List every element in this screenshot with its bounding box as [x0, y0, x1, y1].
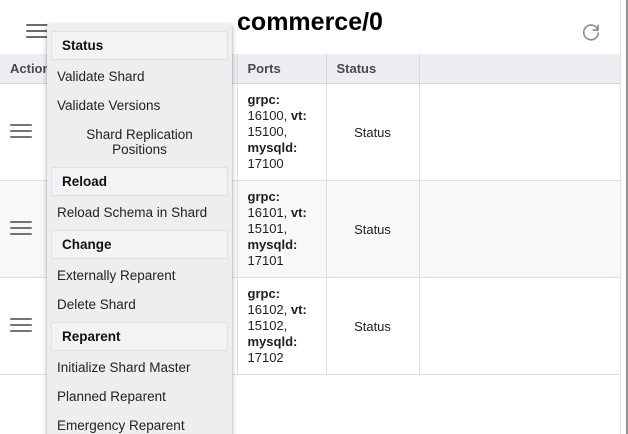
hamburger-icon[interactable] — [10, 220, 32, 235]
hamburger-bar — [10, 317, 32, 320]
row-action-cell — [0, 277, 51, 375]
menu-section-reload: Reload — [51, 167, 228, 196]
menu-item-emergency-reparent[interactable]: Emergency Reparent — [57, 418, 185, 433]
hamburger-bar — [26, 30, 48, 32]
hamburger-bar — [10, 129, 32, 132]
scrollbar-track[interactable] — [626, 0, 628, 434]
cell-spacer — [419, 180, 620, 278]
menu-item-reload-schema-in-shard[interactable]: Reload Schema in Shard — [57, 205, 208, 220]
port-label-grpc: grpc: — [247, 286, 281, 301]
port-label-mysqld: mysqld: — [247, 334, 298, 349]
cell-ports: grpc: 16100, vt: 15100, mysqld: 17100 — [237, 83, 327, 181]
hamburger-icon[interactable] — [26, 24, 48, 38]
refresh-icon[interactable] — [580, 22, 602, 44]
cell-spacer — [419, 83, 620, 181]
cell-spacer — [419, 277, 620, 375]
port-value-mysqld: 17100 — [247, 156, 284, 171]
port-value-vt: 15100, — [247, 124, 288, 139]
cell-status: Status — [326, 277, 420, 375]
menu-item-planned-reparent[interactable]: Planned Reparent — [57, 389, 166, 404]
page-title: commerce/0 — [237, 8, 383, 36]
window-right-edge — [620, 0, 628, 434]
hamburger-icon[interactable] — [10, 317, 32, 332]
hamburger-bar — [26, 24, 48, 26]
port-value-grpc: 16101, — [247, 205, 288, 220]
hamburger-bar — [26, 36, 48, 38]
port-value-mysqld: 17102 — [247, 350, 284, 365]
hamburger-bar — [10, 226, 32, 229]
port-value-mysqld: 17101 — [247, 253, 284, 268]
cell-status: Status — [326, 180, 420, 278]
status-link[interactable]: Status — [354, 124, 391, 140]
menu-item-externally-reparent[interactable]: Externally Reparent — [57, 268, 176, 283]
column-header-spacer — [419, 54, 620, 84]
menu-section-status: Status — [51, 31, 228, 60]
port-value-vt: 15101, — [247, 221, 288, 236]
hamburger-icon[interactable] — [10, 123, 32, 138]
hamburger-bar — [10, 232, 32, 235]
port-value-vt: 15102, — [247, 318, 288, 333]
port-label-grpc: grpc: — [247, 189, 281, 204]
port-label-mysqld: mysqld: — [247, 140, 298, 155]
column-header-ports: Ports — [237, 54, 327, 84]
row-action-cell — [0, 180, 51, 278]
hamburger-bar — [10, 123, 32, 126]
hamburger-bar — [10, 323, 32, 326]
hamburger-bar — [10, 329, 32, 332]
menu-item-initialize-shard-master[interactable]: Initialize Shard Master — [57, 360, 191, 375]
hamburger-bar — [10, 135, 32, 138]
column-header-action: Action — [0, 54, 51, 84]
status-link[interactable]: Status — [354, 318, 391, 334]
port-value-grpc: 16102, — [247, 302, 288, 317]
menu-section-reparent: Reparent — [51, 322, 228, 351]
menu-item-validate-versions[interactable]: Validate Versions — [57, 98, 161, 113]
menu-item-shard-replication-positions[interactable]: Shard Replication Positions — [86, 127, 193, 157]
menu-item-validate-shard[interactable]: Validate Shard — [57, 69, 145, 84]
cell-ports: grpc: 16101, vt: 15101, mysqld: 17101 — [237, 180, 327, 278]
port-label-vt: vt: — [290, 205, 307, 220]
port-label-vt: vt: — [290, 108, 307, 123]
cell-status: Status — [326, 83, 420, 181]
port-value-grpc: 16100, — [247, 108, 288, 123]
port-label-vt: vt: — [290, 302, 307, 317]
port-label-grpc: grpc: — [247, 92, 281, 107]
menu-section-change: Change — [51, 230, 228, 259]
port-label-mysqld: mysqld: — [247, 237, 298, 252]
hamburger-bar — [10, 220, 32, 223]
cell-ports: grpc: 16102, vt: 15102, mysqld: 17102 — [237, 277, 327, 375]
column-header-status: Status — [326, 54, 420, 84]
status-link[interactable]: Status — [354, 221, 391, 237]
menu-item-delete-shard[interactable]: Delete Shard — [57, 297, 136, 312]
shard-actions-menu: Status Validate Shard Validate Versions … — [47, 24, 232, 434]
row-action-cell — [0, 83, 51, 181]
